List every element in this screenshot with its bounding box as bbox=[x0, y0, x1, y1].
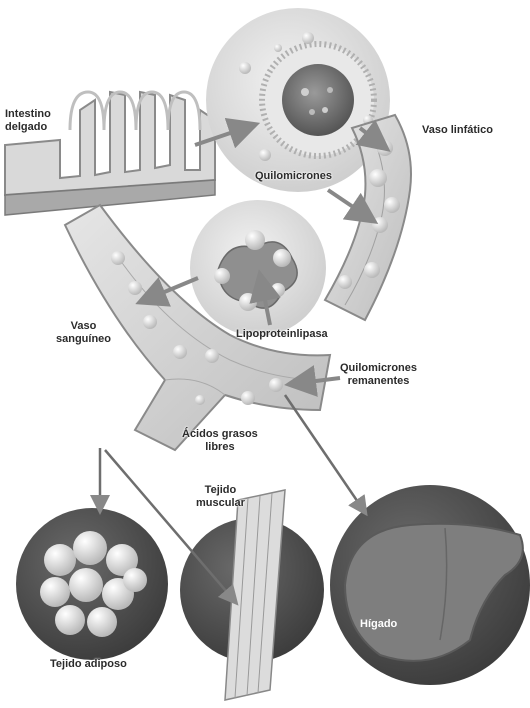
label-vaso-sanguineo: Vaso sanguíneo bbox=[56, 320, 111, 346]
muscle-tissue-circle bbox=[180, 490, 324, 700]
adipose-tissue-circle bbox=[16, 508, 168, 660]
label-quilomicrones: Quilomicrones bbox=[255, 170, 332, 183]
chylomicron-bubble bbox=[206, 8, 390, 192]
arrow-label-to-lymph bbox=[328, 190, 365, 215]
label-acidos-grasos: Ácidos grasos libres bbox=[182, 428, 258, 454]
label-tejido-muscular: Tejido muscular bbox=[196, 484, 245, 510]
line-to-liver bbox=[285, 395, 362, 508]
label-intestino: Intestino delgado bbox=[5, 108, 51, 134]
label-higado: Hígado bbox=[360, 618, 397, 631]
label-tejido-adiposo: Tejido adiposo bbox=[50, 658, 127, 671]
label-quilomicrones-remanentes: Quilomicrones remanentes bbox=[340, 362, 417, 388]
lipoprotein-lipase-bubble bbox=[190, 200, 326, 336]
label-lipoproteinlipasa: Lipoproteinlipasa bbox=[236, 328, 328, 341]
label-vaso-linfatico: Vaso linfático bbox=[422, 124, 493, 137]
liver-circle bbox=[330, 485, 530, 685]
